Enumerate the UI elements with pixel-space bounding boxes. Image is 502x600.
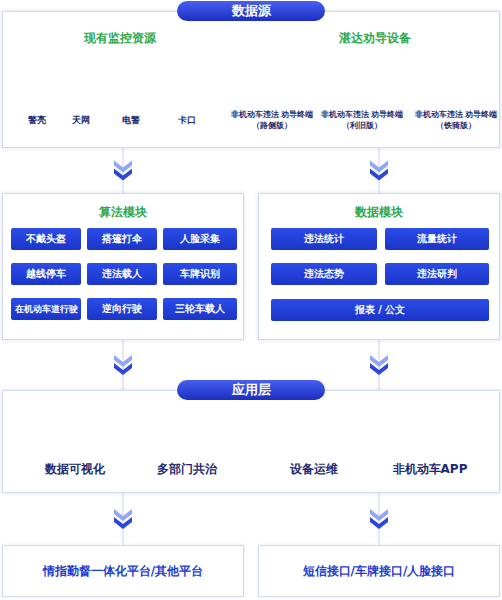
feature-button: 在机动车道行驶 bbox=[11, 298, 81, 320]
feature-text: 逆向行驶 bbox=[102, 302, 142, 316]
feature-button: 违法载人 bbox=[87, 263, 157, 285]
feature-text: 违法态势 bbox=[304, 267, 344, 281]
feature-button: 车牌识别 bbox=[163, 263, 237, 285]
layer-panel: 应用层 bbox=[2, 390, 500, 493]
feature-text: 搭篷打伞 bbox=[102, 232, 142, 246]
module-heading: 算法模块 bbox=[3, 204, 243, 221]
feature-button: 违法统计 bbox=[271, 228, 377, 250]
app-label: 数据可视化 bbox=[25, 461, 125, 478]
feature-text: 流量统计 bbox=[417, 232, 457, 246]
feature-text: 违法载人 bbox=[102, 267, 142, 281]
feature-text: 越线停车 bbox=[26, 267, 66, 281]
feature-button: 不戴头盔 bbox=[11, 228, 81, 250]
feature-button: 违法态势 bbox=[271, 263, 377, 285]
app-label: 非机动车APP bbox=[370, 461, 490, 478]
feature-button: 违法研判 bbox=[385, 263, 489, 285]
device-label: 非机动车违法 劝导终端（路侧版） bbox=[228, 110, 316, 132]
icon-text: APP bbox=[418, 423, 442, 435]
device-label: 警亮 bbox=[17, 114, 57, 127]
device-label: 卡口 bbox=[167, 114, 207, 127]
flow-arrow bbox=[114, 493, 132, 545]
app-label: 设备运维 bbox=[264, 461, 364, 478]
feature-button: 人脸采集 bbox=[163, 228, 237, 250]
feature-text: 不戴头盔 bbox=[26, 232, 66, 246]
module-heading: 数据模块 bbox=[259, 204, 499, 221]
device-label: 非机动车违法 劝导终端（利旧版） bbox=[318, 110, 406, 132]
module-panel: 算法模块不戴头盔 搭篷打伞 人脸采集越线停车 违法载人 车牌识别在机动车道行驶 逆向行驶 三… bbox=[2, 193, 244, 340]
feature-text: 违法统计 bbox=[304, 232, 344, 246]
feature-button: 逆向行驶 bbox=[87, 298, 157, 320]
layer-title: 数据源 bbox=[177, 1, 325, 21]
module-panel: 数据模块违法统计 流量统计违法态势 违法研判报表 / 公文 bbox=[258, 193, 500, 340]
feature-button: 流量统计 bbox=[385, 228, 489, 250]
feature-text: 人脸采集 bbox=[180, 232, 220, 246]
output-text: 短信接口/车牌接口/人脸接口 bbox=[303, 563, 456, 580]
output-box: 短信接口/车牌接口/人脸接口 bbox=[258, 545, 500, 597]
flow-arrow bbox=[114, 340, 132, 390]
feature-text: 报表 / 公文 bbox=[355, 303, 406, 317]
feature-button: 三轮车载人 bbox=[163, 298, 237, 320]
app-label: 多部门共治 bbox=[137, 461, 237, 478]
feature-button: 搭篷打伞 bbox=[87, 228, 157, 250]
output-box: 情指勤督一体化平台/其他平台 bbox=[2, 545, 244, 597]
feature-button: 报表 / 公文 bbox=[271, 299, 489, 321]
flow-arrow bbox=[370, 340, 388, 390]
group-heading: 现有监控资源 bbox=[60, 30, 180, 47]
device-label: 电警 bbox=[111, 114, 151, 127]
output-text: 情指勤督一体化平台/其他平台 bbox=[43, 563, 203, 580]
feature-text: 三轮车载人 bbox=[175, 302, 225, 316]
layer-title: 应用层 bbox=[177, 380, 325, 400]
flow-arrow bbox=[370, 493, 388, 545]
feature-text: 在机动车道行驶 bbox=[15, 303, 78, 316]
flow-arrow bbox=[114, 148, 132, 193]
feature-button: 越线停车 bbox=[11, 263, 81, 285]
device-label: 非机动车违法 劝导终端（铁骑版） bbox=[412, 110, 500, 132]
feature-text: 车牌识别 bbox=[180, 267, 220, 281]
layer-panel: 数据源 bbox=[2, 11, 500, 148]
device-label: 天网 bbox=[61, 114, 101, 127]
group-heading: 湛达劝导设备 bbox=[315, 30, 435, 47]
feature-text: 违法研判 bbox=[417, 267, 457, 281]
flow-arrow bbox=[370, 148, 388, 193]
